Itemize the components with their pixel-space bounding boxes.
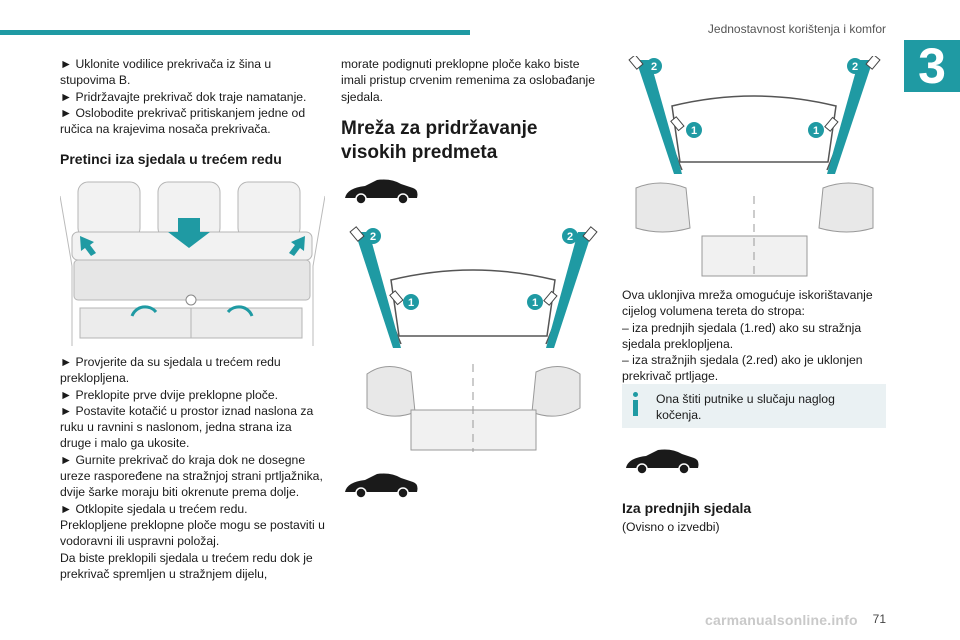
net-description: Ova uklonjiva mreža omogućuje iskorištav…	[622, 288, 873, 319]
continued-text: morate podignuti preklopne ploče kako bi…	[341, 57, 596, 104]
intro-step-3: ► Oslobodite prekrivač pritiskanjem jedn…	[60, 105, 306, 137]
label-one-right: 1	[813, 125, 819, 137]
step-6: Preklopljene preklopne ploče mogu se pos…	[60, 517, 325, 549]
info-note-text: Ona štiti putnike u slučaju naglog kočen…	[656, 392, 835, 423]
net-front-row: – iza prednjih sjedala (1.red) ako su st…	[622, 320, 862, 351]
variant-note: (Ovisno o izvedbi)	[622, 520, 720, 535]
step-5: ► Otklopite sjedala u trećem redu.	[60, 501, 248, 516]
column-1-steps: ► Provjerite da su sjedala u trećem redu…	[60, 354, 325, 582]
intro-step-2: ► Pridržavajte prekrivač dok traje namat…	[60, 89, 307, 104]
label-two-right: 2	[567, 231, 573, 243]
chapter-title: Jednostavnost korištenja i komfor	[707, 22, 886, 36]
step-1: ► Provjerite da su sjedala u trećem redu…	[60, 355, 281, 386]
page-number: 71	[872, 612, 886, 626]
column-1: ► Uklonite vodilice prekrivača iz šina u…	[60, 56, 325, 168]
trunk-storage-illustration	[60, 176, 325, 348]
section-heading-third-row: Pretinci iza sjedala u trećem redu	[60, 151, 282, 168]
column-3-description: Ova uklonjiva mreža omogućuje iskorištav…	[622, 287, 887, 385]
top-accent-bar	[0, 30, 470, 35]
intro-step-1: ► Uklonite vodilice prekrivača iz šina u…	[60, 57, 272, 88]
net-front-seats-illustration: 2 2 1 1	[622, 56, 887, 278]
label-two-right: 2	[852, 61, 858, 73]
car-silhouette-icon	[345, 473, 418, 499]
watermark: carmanualsonline.info	[705, 612, 858, 628]
chapter-number-tab: 3	[904, 40, 960, 92]
step-3: ► Postavite kotačić u prostor iznad nasl…	[60, 403, 314, 451]
info-icon	[632, 392, 640, 416]
net-rear-seats-illustration: 2 2 1 1	[341, 224, 606, 452]
step-4: ► Gurnite prekrivač do kraja dok ne dose…	[60, 452, 323, 500]
label-one-left: 1	[408, 297, 414, 309]
section-heading-front-seats: Iza prednjih sjedala	[622, 500, 752, 516]
info-note: Ona štiti putnike u slučaju naglog kočen…	[622, 384, 886, 428]
label-one-left: 1	[691, 125, 697, 137]
step-2: ► Preklopite prve dvije preklopne ploče.	[60, 387, 279, 402]
net-second-row: – iza stražnjih sjedala (2.red) ako je u…	[622, 353, 863, 384]
label-two-left: 2	[651, 61, 657, 73]
column-2: morate podignuti preklopne ploče kako bi…	[341, 56, 606, 165]
label-one-right: 1	[532, 297, 538, 309]
label-two-left: 2	[370, 231, 376, 243]
car-silhouette-icon	[626, 449, 699, 475]
car-silhouette-icon	[345, 179, 418, 205]
column-3-front-seats: Iza prednjih sjedala (Ovisno o izvedbi)	[622, 500, 887, 536]
section-heading-net: Mreža za pridržavanje visokih predmeta	[341, 117, 538, 163]
step-7: Da biste preklopili sjedala u trećem red…	[60, 550, 313, 581]
